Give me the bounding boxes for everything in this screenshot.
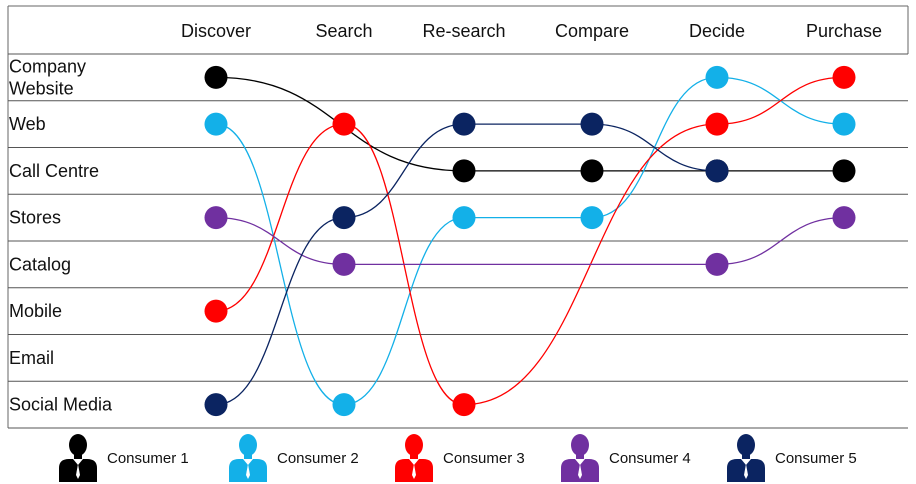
journey-point-consumer-3-search [332,112,356,136]
journey-point-consumer-4-discover [204,206,228,230]
stage-label-decide: Decide [689,21,745,41]
stage-header: Discover Search Re-search Compare Decide Purc… [181,21,882,41]
journey-point-consumer-5-compare [580,112,604,136]
journey-point-consumer-5-re-search [452,112,476,136]
legend-item-consumer-1: Consumer 1 [59,434,189,482]
legend: Consumer 1 Consumer 2 Consumer 3 Consumer 4… [59,434,857,482]
channel-label-company-website-line2: Website [9,78,74,98]
journey-point-consumer-1-discover [204,65,228,89]
legend-label: Consumer 5 [775,450,857,467]
legend-item-consumer-2: Consumer 2 [229,434,359,482]
channel-label-web: Web [9,114,46,134]
channel-label-email: Email [9,348,54,368]
person-icon [395,434,433,482]
stage-label-compare: Compare [555,21,629,41]
legend-item-consumer-5: Consumer 5 [727,434,857,482]
journey-point-consumer-2-search [332,393,356,417]
journey-point-consumer-5-discover [204,393,228,417]
journey-point-consumer-2-discover [204,112,228,136]
channel-label-stores: Stores [9,208,61,228]
channel-label-call-centre: Call Centre [9,161,99,181]
journey-path-consumer-5 [215,123,718,406]
journey-point-consumer-4-purchase [832,206,856,230]
person-icon [727,434,765,482]
legend-item-consumer-4: Consumer 4 [561,434,691,482]
stage-label-discover: Discover [181,21,251,41]
channel-label-social-media: Social Media [9,395,113,415]
journey-point-consumer-2-purchase [832,112,856,136]
journey-path-consumer-4 [215,216,845,266]
journey-point-consumer-1-compare [580,159,604,183]
journey-point-consumer-4-decide [705,252,729,276]
journey-point-consumer-3-discover [204,299,228,323]
legend-item-consumer-3: Consumer 3 [395,434,525,482]
journey-point-consumer-2-compare [580,206,604,230]
journey-point-consumer-5-search [332,206,356,230]
journey-point-consumer-5-decide [705,159,729,183]
grid-lines [7,5,909,429]
journey-point-consumer-3-re-search [452,393,476,417]
stage-label-re-search: Re-search [422,21,505,41]
person-icon [229,434,267,482]
journey-point-consumer-3-purchase [832,65,856,89]
journey-point-consumer-1-re-search [452,159,476,183]
person-icon [561,434,599,482]
journey-point-consumer-2-re-search [452,206,476,230]
stage-label-purchase: Purchase [806,21,882,41]
legend-label: Consumer 2 [277,450,359,467]
journey-point-consumer-3-decide [705,112,729,136]
channel-label-company-website-line1: Company [9,56,86,76]
channel-label-mobile: Mobile [9,301,62,321]
journey-point-consumer-1-purchase [832,159,856,183]
journey-point-consumer-4-search [332,252,356,276]
journey-points [204,65,856,417]
person-icon [59,434,97,482]
legend-label: Consumer 4 [609,450,691,467]
channel-label-catalog: Catalog [9,254,71,274]
journey-point-consumer-2-decide [705,65,729,89]
legend-label: Consumer 1 [107,450,189,467]
stage-label-search: Search [315,21,372,41]
legend-label: Consumer 3 [443,450,525,467]
